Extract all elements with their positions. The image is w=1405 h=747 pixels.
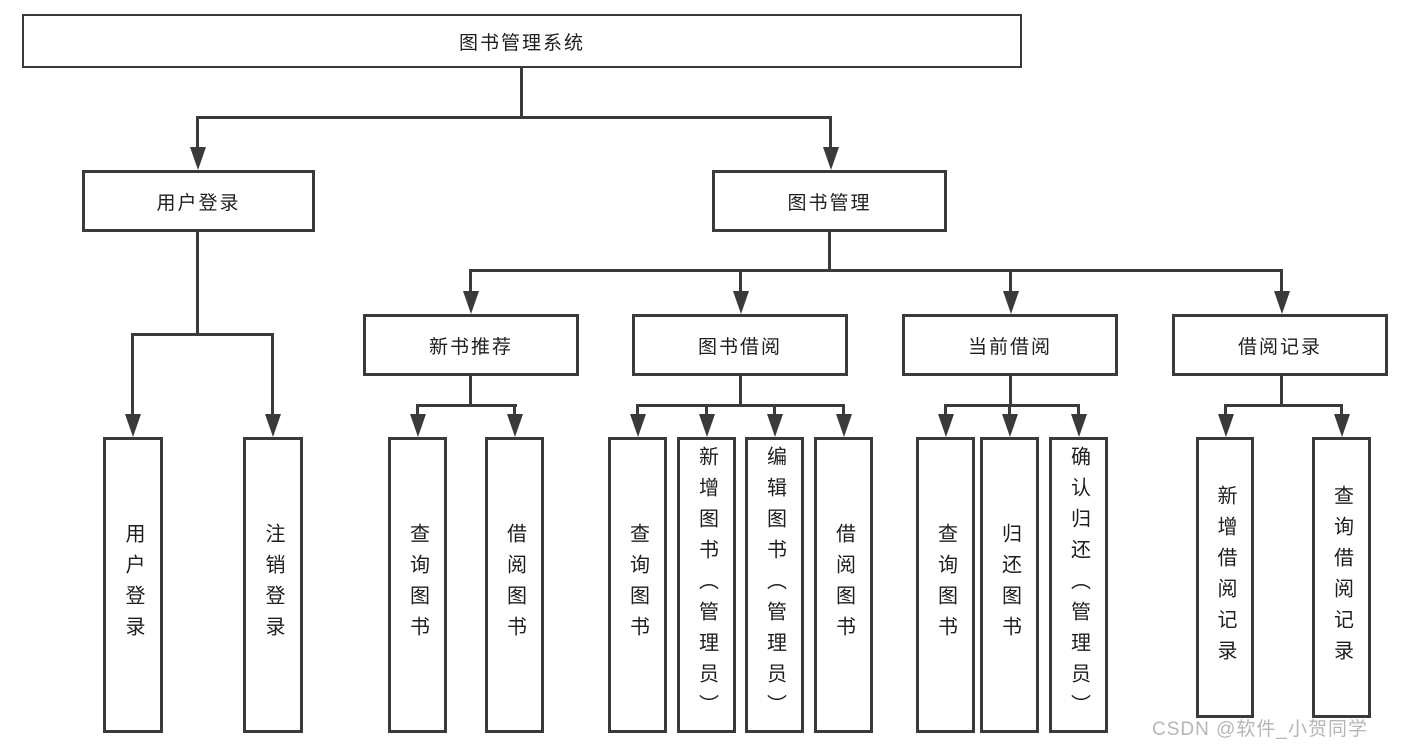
node-label: 当前借阅 <box>967 336 1052 358</box>
leaf-label: 借阅图书 <box>503 523 526 647</box>
connector-drop-bookborrow <box>739 272 742 294</box>
leaf-query-borrow-record: 查询借阅记录 <box>1312 437 1371 718</box>
connector-drop-br-add <box>1224 407 1227 416</box>
arrowhead-bb-edit <box>767 414 783 437</box>
connector-root-branch <box>196 116 832 119</box>
leaf-query-books-3: 查询图书 <box>916 437 975 733</box>
connector-drop-nb-borrow <box>513 407 516 416</box>
connector-currentborrow-branch <box>944 404 1080 407</box>
leaf-edit-books-admin: 编辑图书（管理员） <box>745 437 804 733</box>
connector-drop-cb-return <box>1008 407 1011 416</box>
node-label: 借阅记录 <box>1237 336 1322 358</box>
leaf-add-borrow-record: 新增借阅记录 <box>1196 437 1254 718</box>
leaf-label: 新增图书（管理员） <box>695 445 718 725</box>
connector-drop-br-query <box>1340 407 1343 416</box>
arrowhead-user-login <box>190 147 206 170</box>
connector-currentborrow-stem <box>1009 376 1012 407</box>
arrowhead-leaf-login <box>125 414 141 437</box>
connector-newbook-stem <box>469 376 472 407</box>
connector-bookmgmt-stem <box>828 232 831 272</box>
arrowhead-bb-borrow <box>836 414 852 437</box>
connector-drop-newbook <box>469 272 472 294</box>
leaf-query-books: 查询图书 <box>388 437 447 733</box>
connector-drop-currentborrow <box>1009 272 1012 294</box>
arrowhead-currentborrow <box>1003 291 1019 314</box>
arrowhead-leaf-logout <box>265 414 281 437</box>
leaf-label: 归还图书 <box>998 523 1021 647</box>
connector-root-stem <box>520 68 523 119</box>
connector-drop-leaf-login <box>131 336 134 416</box>
connector-drop-bb-borrow <box>842 407 845 416</box>
connector-bookmgmt-branch <box>469 269 1283 272</box>
connector-borrowrecord-stem <box>1280 376 1283 407</box>
arrowhead-nb-query <box>410 414 426 437</box>
connector-bookborrow-branch <box>636 404 845 407</box>
connector-drop-leaf-logout <box>271 336 274 416</box>
leaf-label: 借阅图书 <box>832 523 855 647</box>
connector-drop-user-login <box>196 119 199 149</box>
arrowhead-cb-return <box>1002 414 1018 437</box>
connector-userlogin-branch <box>131 333 274 336</box>
node-label: 新书推荐 <box>428 336 513 358</box>
node-label: 用户登录 <box>156 192 241 214</box>
connector-drop-book-management <box>829 119 832 149</box>
node-new-book-recommend: 新书推荐 <box>363 314 579 376</box>
connector-newbook-branch <box>416 404 517 407</box>
arrowhead-cb-confirm <box>1071 414 1087 437</box>
connector-drop-cb-query <box>944 407 947 416</box>
node-label: 图书管理 <box>787 192 872 214</box>
node-book-management: 图书管理 <box>712 170 947 232</box>
connector-bookborrow-stem <box>739 376 742 407</box>
csdn-watermark: CSDN @软件_小贺同学 <box>1152 719 1368 740</box>
arrowhead-nb-borrow <box>507 414 523 437</box>
node-library-management-system: 图书管理系统 <box>22 14 1022 68</box>
node-book-borrow: 图书借阅 <box>632 314 848 376</box>
leaf-logout: 注销登录 <box>243 437 303 733</box>
leaf-add-books-admin: 新增图书（管理员） <box>677 437 736 733</box>
connector-borrowrecord-branch <box>1224 404 1343 407</box>
leaf-label: 新增借阅记录 <box>1214 484 1236 671</box>
leaf-label: 查询借阅记录 <box>1330 484 1353 671</box>
node-borrow-record: 借阅记录 <box>1172 314 1388 376</box>
connector-drop-bb-edit <box>773 407 776 416</box>
connector-drop-cb-confirm <box>1077 407 1080 416</box>
arrowhead-bb-query <box>630 414 646 437</box>
leaf-label: 注销登录 <box>262 523 284 647</box>
arrowhead-br-add <box>1218 414 1234 437</box>
connector-userlogin-stem <box>196 232 199 336</box>
connector-drop-borrowrecord <box>1280 272 1283 294</box>
leaf-user-login: 用户登录 <box>103 437 163 733</box>
leaf-label: 编辑图书（管理员） <box>763 445 786 725</box>
leaf-query-books-2: 查询图书 <box>608 437 667 733</box>
arrowhead-cb-query <box>938 414 954 437</box>
leaf-label: 用户登录 <box>122 523 144 647</box>
arrowhead-bb-add <box>699 414 715 437</box>
leaf-borrow-books-2: 借阅图书 <box>814 437 873 733</box>
leaf-label: 查询图书 <box>626 523 649 647</box>
connector-drop-bb-add <box>705 407 708 416</box>
leaf-confirm-return-admin: 确认归还（管理员） <box>1049 437 1108 733</box>
connector-drop-nb-query <box>416 407 419 416</box>
node-label: 图书管理系统 <box>458 32 585 54</box>
node-user-login: 用户登录 <box>82 170 315 232</box>
node-label: 图书借阅 <box>697 336 782 358</box>
leaf-return-books: 归还图书 <box>980 437 1039 733</box>
arrowhead-br-query <box>1334 414 1350 437</box>
arrowhead-book-management <box>823 147 839 170</box>
node-current-borrow: 当前借阅 <box>902 314 1118 376</box>
leaf-label: 确认归还（管理员） <box>1067 445 1090 725</box>
leaf-label: 查询图书 <box>934 523 957 647</box>
arrowhead-borrowrecord <box>1274 291 1290 314</box>
arrowhead-bookborrow <box>733 291 749 314</box>
leaf-borrow-books: 借阅图书 <box>485 437 544 733</box>
leaf-label: 查询图书 <box>406 523 429 647</box>
connector-drop-bb-query <box>636 407 639 416</box>
arrowhead-newbook <box>463 291 479 314</box>
